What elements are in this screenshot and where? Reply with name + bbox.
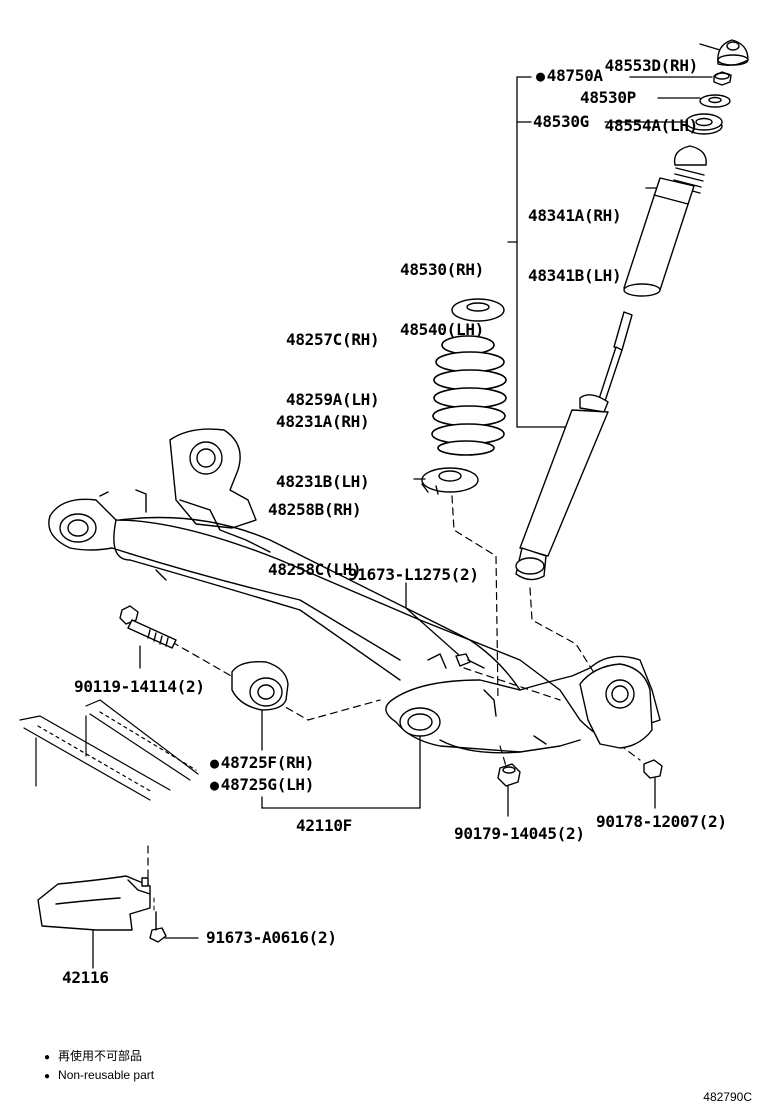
mount-cap-label-rh: 48553D(RH) xyxy=(604,56,699,75)
nut-48750a-text: 48750A xyxy=(546,66,603,85)
bolt-91673-l1275-text: 91673-L1275(2) xyxy=(348,565,479,584)
coil-spring-label: 48231A(RH) 48231B(LH) xyxy=(276,372,370,512)
nut-90178-label: 90178-12007(2) xyxy=(596,812,727,832)
nut-90179-text: 90179-14045(2) xyxy=(454,824,585,843)
legend-english: ● Non-reusable part xyxy=(44,1068,154,1084)
coil-spring-label-lh: 48231B(LH) xyxy=(276,472,370,491)
bump-boot-label-lh: 48341B(LH) xyxy=(528,266,622,285)
upper-spring-seat-icon xyxy=(451,298,505,322)
hex-nut-icon xyxy=(643,759,663,779)
small-bolt-icon xyxy=(455,653,485,669)
shock-absorber-label-rh: 48530(RH) xyxy=(400,260,484,279)
mount-cap-icon xyxy=(717,39,749,67)
guard-plate-text: 42116 xyxy=(62,968,109,987)
bushing-lh-text: 48725G(LH) xyxy=(220,775,315,794)
legend-bullet-icon: ● xyxy=(44,1052,51,1063)
shock-absorber-label-lh: 48540(LH) xyxy=(400,320,484,339)
guard-plate-icon xyxy=(37,875,151,931)
nut-icon xyxy=(713,71,732,86)
lower-spring-seat-icon xyxy=(421,467,479,495)
bump-boot-icon xyxy=(623,145,707,297)
leader-lines xyxy=(92,582,656,969)
axle-beam-label: 42110F xyxy=(296,816,352,836)
washer-48530p-label: 48530P xyxy=(580,88,636,108)
bearing-48530g-text: 48530G xyxy=(533,112,589,131)
flange-nut-icon xyxy=(497,763,521,787)
bushing-label-rh: 48725F(RH) xyxy=(210,753,315,773)
lower-spring-seat-label-rh: 48258B(RH) xyxy=(268,500,362,519)
axle-beam-text: 42110F xyxy=(296,816,352,835)
bearing-48530g-label: 48530G xyxy=(533,112,589,132)
bearing-icon xyxy=(685,113,723,135)
alignment-lines xyxy=(147,495,641,881)
bump-boot-label: 48341A(RH) 48341B(LH) xyxy=(528,166,622,306)
washer-48530p-text: 48530P xyxy=(580,88,636,107)
bushing-rh-text: 48725F(RH) xyxy=(220,753,315,772)
shock-assembly-bracket xyxy=(507,43,721,428)
diagram-code: 482790C xyxy=(703,1090,752,1104)
nut-48750a-label: 48750A xyxy=(536,66,603,86)
bolt-icon xyxy=(119,605,177,649)
mount-cap-label: 48553D(RH) 48554A(LH) xyxy=(566,16,699,156)
legend-japanese-text: 再使用不可部品 xyxy=(58,1049,143,1063)
upper-spring-seat-label-rh: 48257C(RH) xyxy=(286,330,380,349)
bushing-icon xyxy=(231,661,289,711)
bolt-91673-a0616-text: 91673-A0616(2) xyxy=(206,928,337,947)
shock-absorber-icon xyxy=(515,311,633,581)
legend-japanese: ● 再使用不可部品 xyxy=(44,1049,142,1065)
bolt-91673-l1275-label: 91673-L1275(2) xyxy=(348,565,479,585)
mount-cap-label-lh: 48554A(LH) xyxy=(604,116,699,135)
guard-plate-label: 42116 xyxy=(62,968,109,988)
upper-spring-seat-label-lh: 48259A(LH) xyxy=(286,390,380,409)
lower-spring-seat-label: 48258B(RH) 48258C(LH) xyxy=(268,460,362,600)
bolt-91673-a0616-label: 91673-A0616(2) xyxy=(206,928,337,948)
coil-spring-icon xyxy=(431,335,507,456)
bolt-90119-text: 90119-14114(2) xyxy=(74,677,205,696)
legend-english-text: Non-reusable part xyxy=(58,1068,155,1082)
bolt-90119-label: 90119-14114(2) xyxy=(74,677,205,697)
guard-bolt-icon xyxy=(149,911,167,943)
lower-spring-seat-label-lh: 48258C(LH) xyxy=(268,560,362,579)
nut-90179-label: 90179-14045(2) xyxy=(454,824,585,844)
ground-hatching xyxy=(19,699,199,801)
legend-bullet-icon: ● xyxy=(44,1071,51,1082)
nut-90178-text: 90178-12007(2) xyxy=(596,812,727,831)
washer-icon xyxy=(699,94,731,108)
bushing-label-lh: 48725G(LH) xyxy=(210,775,315,795)
coil-spring-label-rh: 48231A(RH) xyxy=(276,412,370,431)
rear-axle-beam-icon xyxy=(48,428,661,754)
bump-boot-label-rh: 48341A(RH) xyxy=(528,206,622,225)
upper-spring-seat-label: 48257C(RH) 48259A(LH) xyxy=(286,290,380,430)
shock-absorber-label: 48530(RH) 48540(LH) xyxy=(400,220,484,360)
